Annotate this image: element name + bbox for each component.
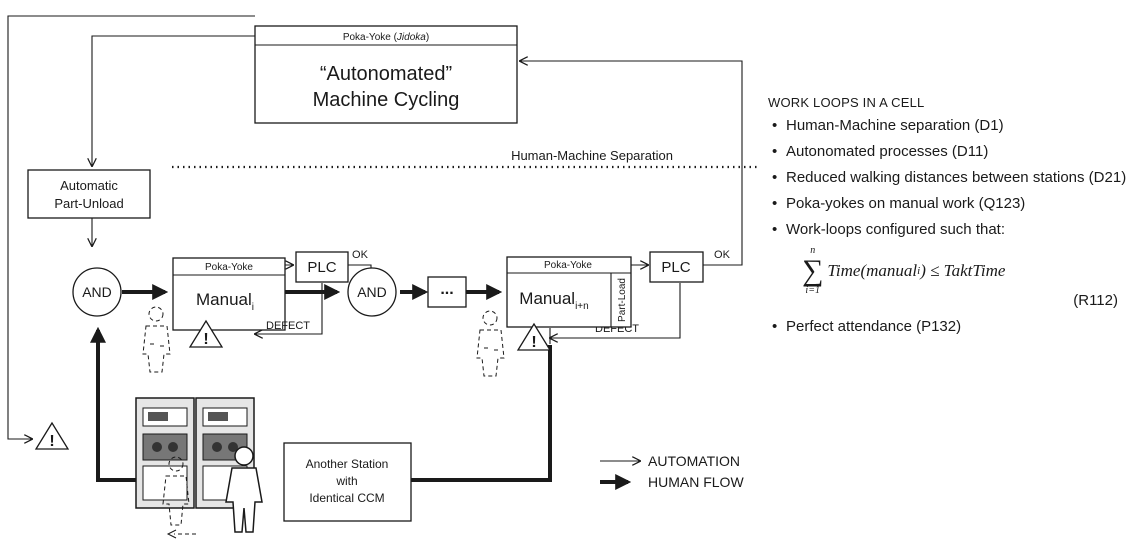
manual-i-label: Manuali [196,290,254,313]
another-station-box: Another Station with Identical CCM [283,442,412,522]
warning-icon: ! [188,319,224,348]
list-item: Poka-yokes on manual work (Q123) [768,194,1138,214]
machine-cycling-box: Poka-Yoke (Jidoka) “Autonomated” Machine… [254,25,518,124]
cell-diagram: Poka-Yoke (Jidoka) “Autonomated” Machine… [7,15,760,539]
automatic-part-unload-box: Automatic Part-Unload [27,169,151,219]
manual-station-i-plus-n: Poka-Yoke Manuali+n Part-Load [506,256,632,328]
separation-label: Human-Machine Separation [511,148,673,163]
svg-text:PLC: PLC [661,259,690,276]
legend: AUTOMATION HUMAN FLOW [600,453,744,490]
legend-automation: AUTOMATION [648,453,740,469]
ok-label-1: OK [352,249,369,261]
work-loops-notes: WORK LOOPS IN A CELL Human-Machine separ… [768,95,1138,343]
list-item: Human-Machine separation (D1) [768,116,1138,136]
legend-human-flow: HUMAN FLOW [648,474,744,490]
operator-figure-icon [142,306,171,373]
svg-text:!: ! [203,331,208,348]
svg-text:Another Station: Another Station [306,457,389,471]
svg-text:!: ! [49,433,54,450]
svg-text:Identical CCM: Identical CCM [309,491,384,505]
svg-text:AND: AND [357,284,387,300]
part-load-label: Part-Load [617,278,628,322]
machine-cycling-title-2: Machine Cycling [313,89,460,111]
svg-text:Poka-Yoke: Poka-Yoke [205,262,253,273]
poka-yoke-jidoka-label: Poka-Yoke (Jidoka) [343,32,429,43]
notes-heading: WORK LOOPS IN A CELL [768,95,925,110]
svg-text:PLC: PLC [307,259,336,276]
svg-text:AND: AND [82,284,112,300]
svg-text:Automatic: Automatic [60,178,118,193]
list-item: Perfect attendance (P132) [768,317,1138,337]
svg-text:!: ! [531,334,536,351]
warning-icon: ! [34,421,70,450]
defect-label-1: DEFECT [266,320,310,332]
svg-text:with: with [335,474,357,488]
svg-text:...: ... [440,281,453,298]
svg-text:Part-Unload: Part-Unload [54,196,123,211]
and-gate-2: AND [347,267,397,317]
manual-station-i: Poka-Yoke Manuali [172,257,286,331]
plc-box-2: PLC [649,251,704,283]
ccm-machines-image [135,397,263,539]
and-gate-1: AND [72,267,122,317]
list-item: Work-loops configured such that: [768,220,1138,240]
operator-figure-icon [476,310,505,377]
svg-text:Poka-Yoke: Poka-Yoke [544,260,592,271]
intermediate-stations-box: ... [427,276,467,308]
formula-reference: (R112) [1073,292,1118,309]
list-item: Autonomated processes (D11) [768,142,1138,162]
notes-list: Human-Machine separation (D1) Autonomate… [768,116,1138,240]
warning-icon: ! [516,322,552,351]
ok-label-2: OK [714,249,731,261]
machine-cycling-title-1: “Autonomated” [320,63,452,85]
list-item: Reduced walking distances between statio… [768,168,1138,188]
plc-box-1: PLC [295,251,349,283]
manual-i-plus-n-label: Manuali+n [519,289,588,312]
